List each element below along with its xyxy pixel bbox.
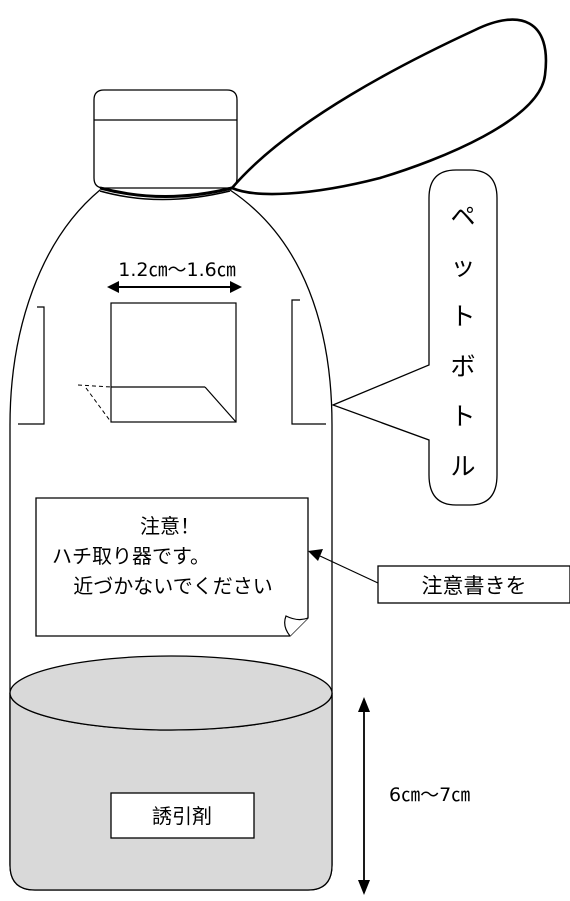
bait-label-text: 誘引剤 [152,804,212,828]
bottle-label-char: ル [450,452,475,481]
height-dimension-label: 6㎝～7㎝ [389,784,470,806]
flap-dashed-top [77,384,112,388]
warning-callout-box [377,565,570,604]
warning-note-text: 注意！ ハチ取り器です。 近づかないでください [52,514,273,598]
warning-callout-label: 注意書きを [422,574,527,598]
warning-note-line: ハチ取り器です。 [52,544,210,568]
warning-note-line: 注意！ [140,514,200,538]
entrance-hole [110,302,237,423]
width-dimension-label: 1.2㎝～1.6㎝ [118,259,235,281]
hanging-string-loop [229,18,548,196]
warning-note-line: 近づかないでください [73,574,272,598]
hanging-string-knot-lower [99,190,231,201]
bottle-label-char: ッ [450,252,475,281]
height-dimension-arrow [358,697,370,895]
bottle-label-char: ペ [450,202,475,231]
bait-liquid-surface [9,655,333,731]
bottle-label-char: ト [450,302,475,331]
bottle-label-char: ト [450,402,475,431]
bottle-label-callout [331,169,498,506]
flap-fold-diagonal [204,386,237,423]
flap-dashed-diagonal [85,387,112,423]
bottle-label-text: ペ ッ ト ボ ト ル [450,202,475,481]
side-hole-right [291,299,326,425]
hanging-string-knot [99,186,233,198]
warning-note-curl [284,615,309,637]
width-dimension-arrow [107,281,242,293]
bottle-label-char: ボ [450,352,475,381]
bottle-cap [93,89,238,189]
bait-label-box [110,792,255,839]
side-hole-left [18,306,45,425]
warning-callout-arrow [308,549,379,584]
